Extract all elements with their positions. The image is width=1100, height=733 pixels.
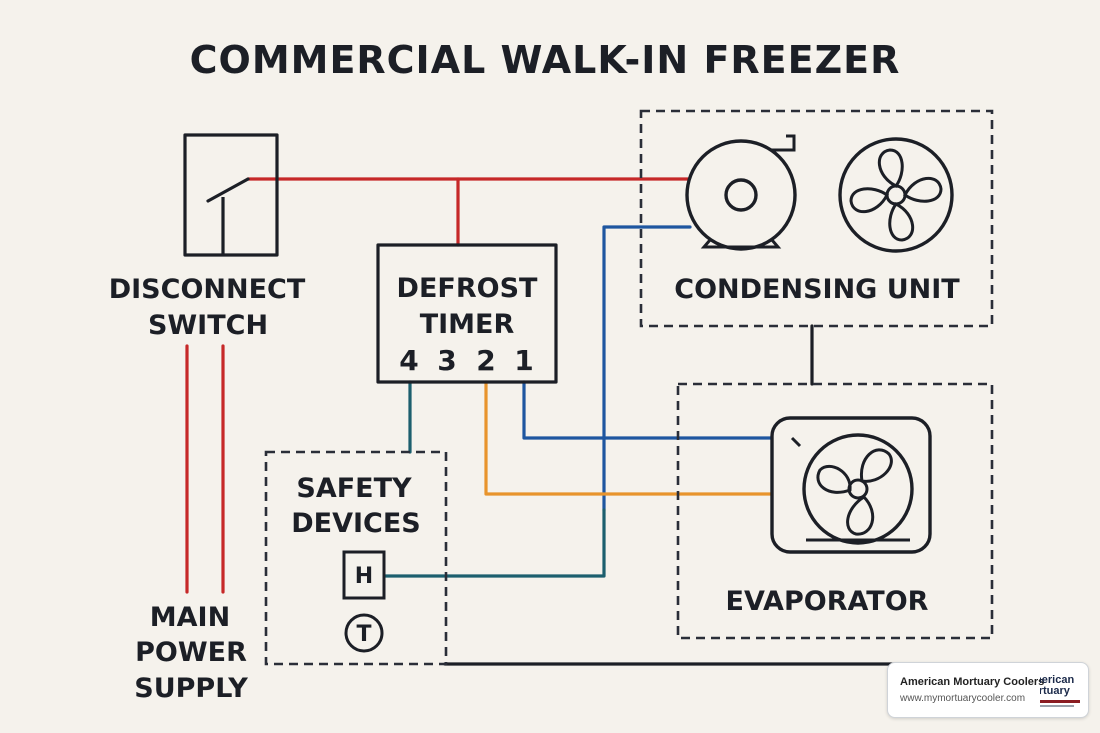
watermark-company-name: American Mortuary Coolers xyxy=(900,676,1045,688)
diagram-title: COMMERCIAL WALK-IN FREEZER xyxy=(190,38,901,82)
safety-devices-label-line1: SAFETY xyxy=(296,473,412,504)
thermostat: T xyxy=(344,613,384,653)
watermark-badge: American Mortuary Coolers www.mymortuary… xyxy=(887,662,1089,718)
watermark-logo-stripe xyxy=(1040,700,1080,703)
high-pressure-switch-glyph: H xyxy=(355,564,373,589)
evaporator-label: EVAPORATOR xyxy=(726,586,929,617)
thermostat-glyph: T xyxy=(356,622,371,647)
compressor-icon xyxy=(685,134,797,251)
disconnect-switch-label-line1: DISCONNECT xyxy=(109,274,306,305)
safety-h-return-wire xyxy=(382,508,606,578)
condenser-fan-icon xyxy=(838,137,954,253)
timer-terminal-2: 2 xyxy=(476,344,495,377)
high-pressure-switch: H xyxy=(342,550,386,600)
watermark-logo-line1: merican xyxy=(1040,675,1075,686)
condensing-unit-label: CONDENSING UNIT xyxy=(674,274,960,305)
timer-terminal-2-wire xyxy=(484,380,774,496)
disconnect-switch-label-line2: SWITCH xyxy=(148,310,268,341)
watermark-url: www.mymortuarycooler.com xyxy=(900,693,1026,704)
disconnect-switch xyxy=(183,133,279,257)
watermark-logo-underline xyxy=(1040,705,1074,707)
compressor-safety-wire xyxy=(602,225,692,512)
timer-terminal-1: 1 xyxy=(514,344,533,377)
safety-devices-boundary xyxy=(264,450,448,666)
safety-devices-label-line2: DEVICES xyxy=(291,508,421,539)
timer-terminal-4: 4 xyxy=(399,344,418,377)
watermark-logo: merican ortuary xyxy=(1040,675,1080,709)
switch-icon xyxy=(206,177,250,255)
evaporator-boundary xyxy=(676,382,994,640)
timer-terminal-3: 3 xyxy=(437,344,456,377)
watermark-logo-line2: ortuary xyxy=(1040,685,1070,697)
defrost-timer-box xyxy=(376,243,558,384)
defrost-timer-label-line1: DEFROST xyxy=(397,273,538,304)
wires xyxy=(185,177,897,666)
condensing-unit-boundary xyxy=(639,109,994,328)
main-power-label-line3: SUPPLY xyxy=(134,673,248,704)
defrost-timer-label-line2: TIMER xyxy=(420,309,515,340)
main-power-label-line1: MAIN xyxy=(150,602,230,633)
evaporator-fan-icon xyxy=(770,416,932,554)
timer-terminal-1-wire xyxy=(522,380,792,440)
main-power-label-line2: POWER xyxy=(135,637,247,668)
